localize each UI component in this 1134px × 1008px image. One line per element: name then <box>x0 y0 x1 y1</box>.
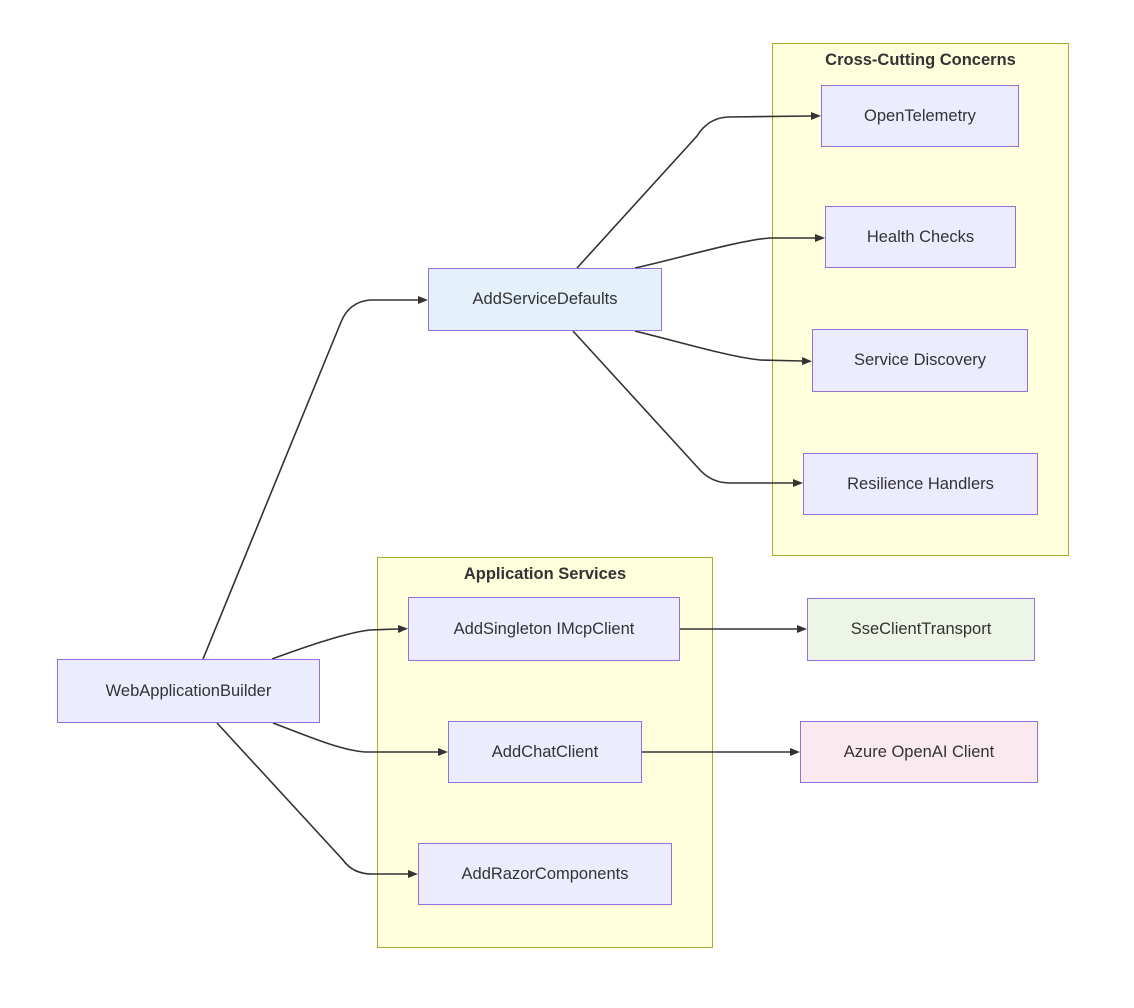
node-add-razor-components: AddRazorComponents <box>418 843 672 905</box>
edge-wab-addservicedefaults <box>202 296 428 660</box>
node-resilience-handlers: Resilience Handlers <box>803 453 1038 515</box>
edge-wab-addsingleton <box>271 625 408 660</box>
cluster-title-application-services: Application Services <box>463 565 627 583</box>
node-service-discovery: Service Discovery <box>812 329 1028 392</box>
edge-asd-servicediscovery <box>634 330 812 365</box>
edge-asd-healthchecks <box>634 234 825 269</box>
node-health-checks: Health Checks <box>825 206 1016 268</box>
node-sse-client-transport: SseClientTransport <box>807 598 1035 661</box>
node-add-chat-client: AddChatClient <box>448 721 642 783</box>
node-open-telemetry: OpenTelemetry <box>821 85 1019 147</box>
node-web-application-builder: WebApplicationBuilder <box>57 659 320 723</box>
edge-wab-addchatclient <box>272 722 448 756</box>
node-add-service-defaults: AddServiceDefaults <box>428 268 662 331</box>
node-add-singleton-imcpclient: AddSingleton IMcpClient <box>408 597 680 661</box>
edge-asd-resiliencehandlers <box>572 330 803 487</box>
node-azure-openai-client: Azure OpenAI Client <box>800 721 1038 783</box>
cluster-title-cross-cutting-concerns: Cross-Cutting Concerns <box>825 51 1016 69</box>
edge-asd-opentelemetry <box>576 112 821 269</box>
edge-wab-addrazorcomponents <box>216 722 418 878</box>
